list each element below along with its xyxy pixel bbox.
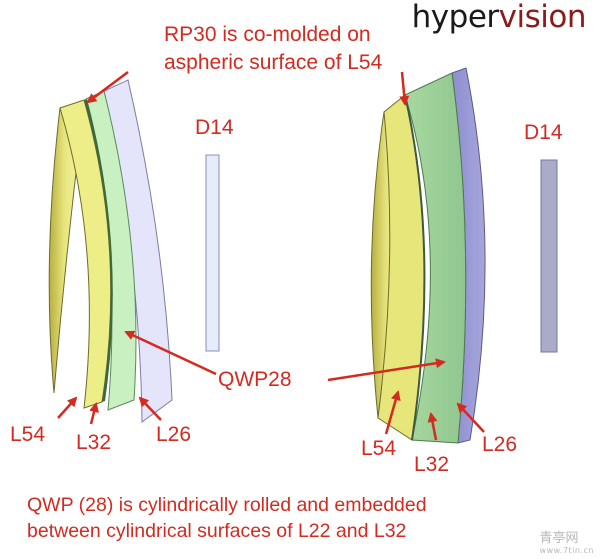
left-qwp28-strip — [84, 99, 113, 402]
label-l26-right: L26 — [482, 433, 518, 456]
arrow-l54-right — [384, 390, 401, 435]
label-l54-right: L54 — [361, 437, 397, 460]
caption-line1: QWP (28) is cylindrically rolled and emb… — [27, 494, 427, 516]
watermark-text: 青亭网 — [539, 531, 579, 546]
right-lens-l32 — [404, 72, 467, 444]
arrow-l32-left — [89, 402, 99, 425]
caption-line2: between cylindrical surfaces of L22 and … — [27, 520, 407, 542]
rp30-annotation-line2: aspheric surface of L54 — [164, 51, 383, 74]
right-qwp28-seam — [404, 94, 426, 441]
arrow-l32-right — [427, 412, 438, 441]
arrow-rp30-left — [86, 71, 129, 104]
label-l26-left: L26 — [156, 423, 192, 446]
caption: QWP (28) is cylindrically rolled and emb… — [27, 492, 427, 544]
arrow-rp30-right — [399, 71, 410, 106]
arrow-qwp28-right — [327, 358, 446, 382]
annotation-arrows — [57, 71, 485, 441]
logo-part-hyper: hyper — [411, 0, 500, 35]
label-d14-left: D14 — [195, 116, 234, 139]
label-l32-left: L32 — [76, 431, 112, 454]
hypervision-logo: hypervision — [411, 0, 587, 35]
watermark: 青亭网 www.7tin.cn — [540, 527, 594, 555]
label-l32-right: L32 — [414, 453, 450, 476]
arrow-qwp28-left — [124, 330, 217, 376]
label-l54-left: L54 — [10, 423, 46, 446]
left-d14-panel — [205, 154, 220, 352]
rp30-annotation-line1: RP30 is co-molded on — [164, 23, 371, 46]
label-d14-right: D14 — [524, 121, 563, 144]
label-qwp28: QWP28 — [218, 368, 292, 391]
arrow-l26-right — [456, 402, 485, 433]
left-lens-l54-inner-surface — [48, 105, 85, 394]
logo-part-vision: vision — [498, 0, 587, 35]
right-lens-assembly — [370, 67, 486, 444]
watermark-url: www.7tin.cn — [539, 546, 594, 555]
arrow-l54-left — [57, 396, 78, 419]
right-d14-panel — [540, 159, 558, 353]
arrow-l26-left — [138, 396, 162, 421]
left-lens-assembly — [48, 79, 173, 423]
